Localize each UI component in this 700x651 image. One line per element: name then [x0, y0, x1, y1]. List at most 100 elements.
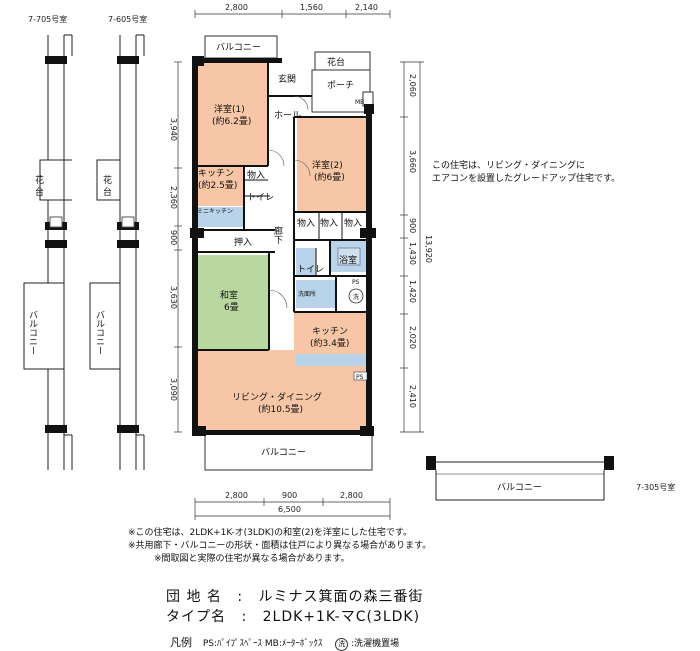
- room-kitchen-small: [195, 166, 244, 206]
- label-storage-1: 物入: [247, 169, 265, 181]
- unit-label-305: 7-305号室: [636, 482, 675, 492]
- label-mini-kitchen: ミニキッチン: [197, 208, 233, 215]
- note-1: ※この住宅は、2LDK+1K-オ(3LDK)の和室(2)を洋室にした住宅です。: [128, 528, 413, 538]
- label-balcony-top: バルコニー: [216, 42, 261, 53]
- label-entrance: 玄関: [278, 73, 296, 85]
- dim-left-3: 900: [169, 230, 178, 245]
- neighbor-flower-705-a: 花: [35, 174, 44, 186]
- dim-right-4: 1,430: [408, 242, 417, 265]
- label-living-size: (約10.5畳): [258, 403, 303, 415]
- dim-bottom-3: 2,800: [340, 491, 363, 500]
- dim-left-5: 3,090: [169, 378, 178, 401]
- estate-label: 団 地 名: [166, 589, 222, 605]
- label-hall: ホール: [274, 110, 301, 121]
- estate-sep: :: [237, 589, 244, 605]
- label-toilet-2: トイレ: [297, 265, 324, 275]
- notes-block: ※この住宅は、2LDK+1K-オ(3LDK)の和室(2)を洋室にした住宅です。 …: [128, 527, 431, 566]
- estate-name: ルミナス箕面の森三番街: [258, 589, 424, 605]
- side-note-line-2: エアコンを設置したグレードアップ住宅です。: [432, 174, 621, 184]
- neighbor-balcony-705: バルコニー: [27, 310, 38, 355]
- dim-right-6: 2,020: [408, 326, 417, 349]
- legend: 凡例 PS:ﾊﾟｲﾌﾟｽﾍﾟｰｽ MB:ﾒｰﾀｰﾎﾞｯｸｽ 洗 :洗濯機置場: [170, 634, 399, 651]
- label-kitchen-small-size: (約2.5畳): [198, 179, 237, 191]
- neighbor-flower-605-a: 花: [103, 174, 112, 186]
- label-mb: MB: [355, 99, 364, 106]
- dimension-labels: 2,800 1,560 2,140 2,800 900 2,800 6,500 …: [169, 3, 433, 514]
- room-japanese: [196, 255, 269, 350]
- neighbor-605: 花 台 バルコニー: [89, 34, 145, 470]
- label-corridor: 廊下: [272, 225, 283, 245]
- type-label: タイプ名: [166, 609, 226, 625]
- legend-title: 凡例: [170, 636, 192, 649]
- legend-ps: PS:ﾊﾟｲﾌﾟｽﾍﾟｰｽ MB:ﾒｰﾀｰﾎﾞｯｸｽ: [202, 639, 323, 649]
- label-western2-size: (約6畳): [314, 171, 345, 183]
- type-sep: :: [241, 609, 248, 625]
- label-washer: 洗: [353, 293, 359, 301]
- side-note: この住宅は、リビング・ダイニングに エアコンを設置したグレードアップ住宅です。: [432, 160, 620, 186]
- legend-washer: :洗濯機置場: [351, 639, 400, 649]
- unit-label-605: 7-605号室: [108, 14, 147, 24]
- dim-left-4: 3,630: [169, 286, 178, 309]
- dim-left-2: 2,360: [169, 186, 178, 209]
- neighbor-balcony-605: バルコニー: [94, 310, 105, 355]
- label-pf: PS: [352, 279, 360, 286]
- label-kitchen-size: (約3.4畳): [310, 337, 349, 349]
- room-western-2: [297, 117, 367, 212]
- dim-left-1: 3,940: [169, 118, 178, 141]
- neighbor-flower-705-b: 台: [35, 186, 44, 198]
- dim-top-1: 2,800: [225, 3, 248, 12]
- dim-bottom-2: 900: [282, 491, 297, 500]
- label-storage-2: 物入: [297, 217, 315, 229]
- type-name: 2LDK+1K-マC(3LDK): [262, 609, 421, 625]
- neighbor-flower-605-b: 台: [103, 186, 112, 198]
- dim-bottom-total: 6,500: [278, 505, 301, 514]
- label-kitchen-small: キッチン: [198, 168, 234, 179]
- note-2: ※共用廊下・バルコニーの形状・面積は住戸により異なる場合があります。: [128, 541, 432, 551]
- label-japanese-size: 6畳: [224, 302, 239, 313]
- label-ps: PS: [356, 374, 364, 381]
- main-unit: [190, 35, 614, 501]
- label-kitchen: キッチン: [312, 326, 348, 337]
- dim-top-3: 2,140: [355, 3, 378, 12]
- label-washroom: 洗面所: [298, 290, 316, 298]
- label-bath: 浴室: [339, 254, 357, 266]
- dim-right-3: 900: [408, 218, 417, 233]
- note-3: ※間取図と実際の住宅が異なる場合があります。: [154, 554, 350, 564]
- label-western1: 洋室(1): [214, 103, 245, 115]
- dim-right-total: 13,920: [424, 235, 433, 263]
- unit-label-705: 7-705号室: [28, 14, 67, 24]
- type-row: タイプ名 : 2LDK+1K-マC(3LDK): [166, 606, 420, 626]
- dimensions: [174, 10, 424, 520]
- dim-right-5: 1,420: [408, 280, 417, 303]
- room-washroom: [296, 280, 336, 308]
- neighbor-units: 7-705号室 7-605号室 花 台 バルコニー: [23, 14, 147, 470]
- dim-right-1: 2,060: [408, 74, 417, 97]
- dim-right-2: 3,660: [408, 150, 417, 173]
- label-living: リビング・ダイニング: [232, 391, 322, 403]
- dim-right-7: 2,410: [408, 385, 417, 408]
- label-western1-size: (約6.2畳): [212, 115, 251, 127]
- label-balcony-bottom: バルコニー: [261, 447, 306, 458]
- room-toilet-2: [296, 248, 316, 276]
- legend-washer-icon: 洗: [335, 638, 349, 651]
- label-storage-4: 物入: [344, 217, 362, 229]
- dim-top-2: 1,560: [300, 3, 323, 12]
- kitchen-counter: [296, 354, 368, 366]
- estate-row: 団 地 名 : ルミナス箕面の森三番街: [166, 586, 424, 606]
- neighbor-305: [426, 456, 614, 501]
- label-toilet-1: トイレ: [247, 193, 274, 203]
- mini-kitchen-area: [195, 207, 244, 227]
- label-balcony-305: バルコニー: [497, 482, 542, 493]
- washer-icon: [348, 288, 364, 304]
- neighbor-705: 花 台 バルコニー: [23, 34, 73, 470]
- label-japanese: 和室: [220, 289, 238, 301]
- label-storage-3: 物入: [320, 217, 338, 229]
- room-labels: バルコニー 花台 玄関 ポーチ MB ホール 洋室(1) (約6.2畳) 洋室(…: [197, 42, 675, 493]
- side-note-line-1: この住宅は、リビング・ダイニングに: [432, 161, 586, 171]
- label-porch: ポーチ: [327, 80, 354, 91]
- label-western2: 洋室(2): [312, 159, 343, 171]
- label-flower-bed: 花台: [327, 56, 345, 68]
- label-oshiire: 押入: [234, 236, 252, 248]
- room-western-1: [195, 62, 268, 166]
